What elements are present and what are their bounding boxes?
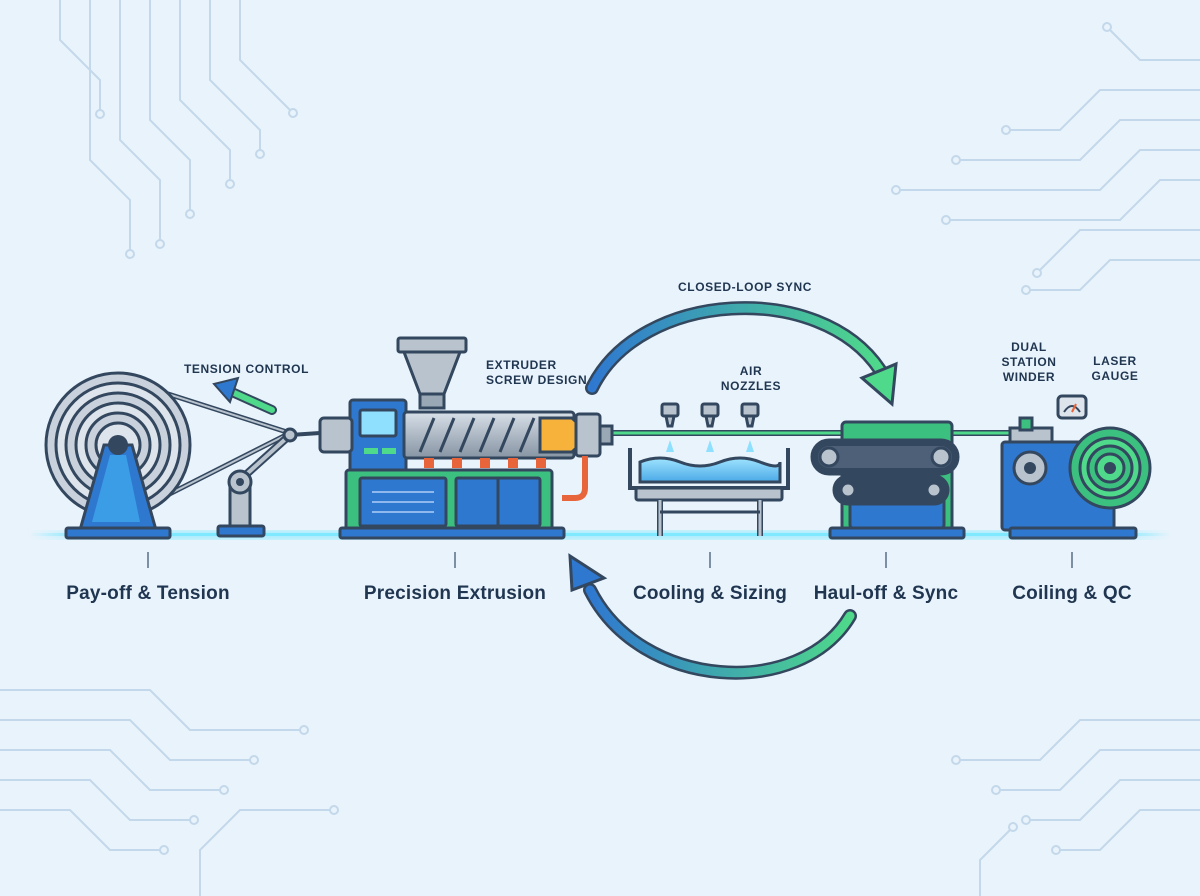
callout-laser-gauge: LASER GAUGE <box>1091 354 1139 383</box>
closed-loop-arrow-top <box>585 301 898 408</box>
closed-loop-arrow-bottom <box>568 553 857 680</box>
stage-label-cooling: Cooling & Sizing <box>632 583 788 604</box>
stage-label-coiling: Coiling & QC <box>1012 583 1132 604</box>
stage-ticks <box>147 552 1073 568</box>
circuit-decoration-bottom-left <box>0 689 339 896</box>
stage-label-payoff: Pay-off & Tension <box>66 583 230 604</box>
payoff-reel <box>44 371 297 540</box>
cooling-tank <box>628 402 790 536</box>
callout-extruder-screw: EXTRUDER SCREW DESIGN <box>486 358 588 387</box>
stage-label-hauloff: Haul-off & Sync <box>813 583 959 604</box>
callout-closed-loop-sync: CLOSED-LOOP SYNC <box>678 280 813 294</box>
baseline-glow <box>30 531 1170 539</box>
circuit-decoration-top-left <box>59 0 298 259</box>
callout-dual-station-winder: DUAL STATION WINDER <box>1001 340 1057 384</box>
hauloff-machine <box>810 420 966 540</box>
stage-label-extrusion: Precision Extrusion <box>363 583 547 604</box>
circuit-decoration-bottom-right <box>951 719 1200 896</box>
circuit-decoration-top-right <box>891 22 1200 295</box>
coiler-machine <box>1000 394 1152 540</box>
callout-air-nozzles: AIR NOZZLES <box>720 364 782 393</box>
tension-arrow-icon <box>212 376 277 415</box>
tension-arm <box>216 427 321 538</box>
callout-tension-control: TENSION CONTROL <box>184 362 309 376</box>
extruder-machine <box>318 336 614 540</box>
